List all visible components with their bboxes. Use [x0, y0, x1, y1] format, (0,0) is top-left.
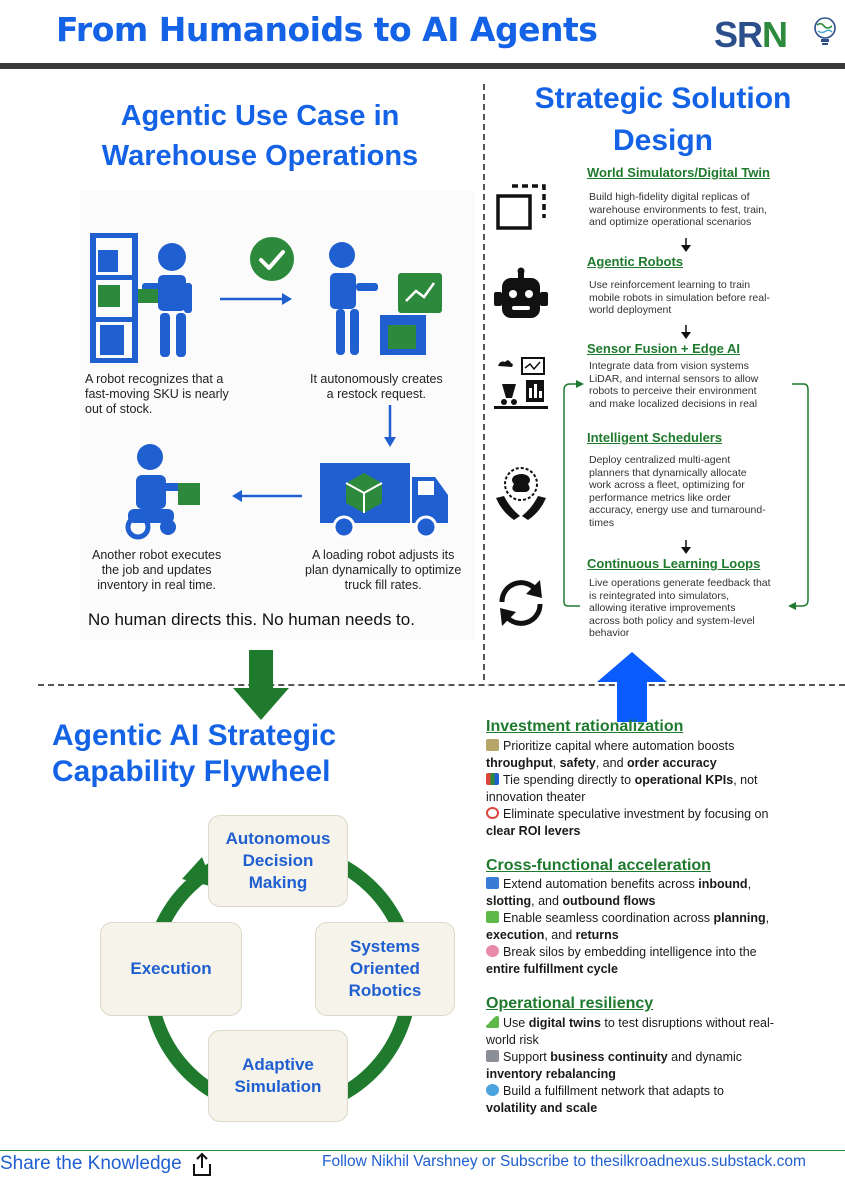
share-icon[interactable] — [190, 1152, 214, 1178]
arrow-down-icon — [681, 540, 691, 554]
caption-1: A robot recognizes that a fast-moving SK… — [85, 372, 229, 416]
step-body-3: Integrate data from vision systems LiDAR… — [589, 360, 759, 410]
step-body-5: Live operations generate feedback that i… — [589, 577, 771, 639]
crossfunc-item-2: Enable seamless coordination across plan… — [486, 911, 770, 942]
shelf-icon — [90, 233, 138, 363]
arrow-down-green-icon — [233, 650, 289, 720]
use-case-illustration — [90, 233, 448, 540]
flywheel-node-execution: Execution — [100, 922, 242, 1016]
arrow-down-icon — [384, 405, 396, 447]
robot-icon — [494, 267, 548, 318]
arrow-right-icon — [220, 293, 292, 305]
robot-screen-icon — [329, 242, 442, 355]
money-icon — [486, 739, 499, 751]
use-case-footer: No human directs this. No human needs to… — [88, 610, 415, 629]
robot-icon — [138, 243, 192, 357]
prohibited-icon — [486, 807, 499, 819]
step-body-1: Build high-fidelity digital replicas of … — [589, 191, 768, 228]
investment-heading: Investment rationalization — [486, 718, 684, 735]
follow-subscribe-link[interactable]: Follow Nikhil Varshney or Subscribe to t… — [322, 1153, 806, 1170]
caption-4: A loading robot adjusts its plan dynamic… — [305, 548, 462, 592]
resiliency-item-1: Use digital twins to test disruptions wi… — [486, 1016, 774, 1047]
resiliency-item-2: Support business continuity and dynamic … — [486, 1050, 743, 1081]
brain-icon — [486, 945, 499, 957]
share-link[interactable]: Share the Knowledge — [0, 1153, 182, 1174]
investment-item-1: Prioritize capital where automation boos… — [486, 739, 735, 770]
step-title-1: World Simulators/Digital Twin — [587, 165, 770, 180]
truck-icon — [320, 463, 448, 539]
arrow-up-blue-icon — [597, 652, 667, 722]
sensor-icon — [494, 357, 548, 409]
chart-icon — [486, 773, 499, 785]
step-title-5: Continuous Learning Loops — [587, 556, 761, 571]
crossfunc-item-1: Extend automation benefits across inboun… — [486, 877, 752, 908]
test-tube-icon — [486, 1016, 499, 1028]
robot-wheels-icon — [125, 444, 200, 540]
resiliency-item-3: Build a fulfillment network that adapts … — [486, 1084, 724, 1115]
check-icon — [250, 237, 294, 281]
brain-hands-icon — [496, 467, 546, 520]
refresh-icon — [499, 580, 543, 626]
caption-3: Another robot executes the job and updat… — [92, 548, 222, 592]
page-title: From Humanoids to AI Agents — [56, 10, 598, 49]
vertical-divider — [483, 84, 485, 680]
brand-logo: SRN — [714, 14, 788, 55]
investment-item-3: Eliminate speculative investment by focu… — [486, 807, 769, 838]
feedback-loop-arrow — [563, 380, 809, 610]
use-case-title: Agentic Use Case in Warehouse Operations — [101, 100, 419, 172]
step-body-2: Use reinforcement learning to train mobi… — [589, 279, 770, 316]
arrow-left-icon — [232, 490, 302, 502]
horizontal-divider — [38, 684, 845, 686]
step-body-4: Deploy centralized multi-agent planners … — [589, 454, 766, 529]
arrow-down-icon — [681, 325, 691, 339]
step-title-2: Agentic Robots — [587, 254, 684, 269]
puzzle-icon — [486, 911, 499, 923]
step-title-4: Intelligent Schedulers — [587, 430, 723, 445]
footer-divider — [0, 1150, 845, 1151]
caption-2: It autonomously creates a restock reques… — [310, 372, 443, 401]
step-title-3: Sensor Fusion + Edge AI — [587, 341, 741, 356]
arrow-down-icon — [681, 238, 691, 252]
resiliency-heading: Operational resiliency — [486, 995, 654, 1012]
header-divider — [0, 63, 845, 69]
flywheel-title: Agentic AI Strategic Capability Flywheel — [52, 719, 336, 788]
wrench-icon — [486, 1050, 499, 1062]
solution-title: Strategic Solution Design — [534, 82, 792, 157]
sync-icon — [486, 877, 499, 889]
globe-bulb-icon — [814, 17, 836, 45]
investment-item-2: Tie spending directly to operational KPI… — [486, 773, 758, 804]
globe-icon — [486, 1084, 499, 1096]
digital-twin-icon — [496, 184, 546, 230]
crossfunc-heading: Cross-functional acceleration — [486, 857, 711, 874]
crossfunc-item-3: Break silos by embedding intelligence in… — [486, 945, 757, 976]
